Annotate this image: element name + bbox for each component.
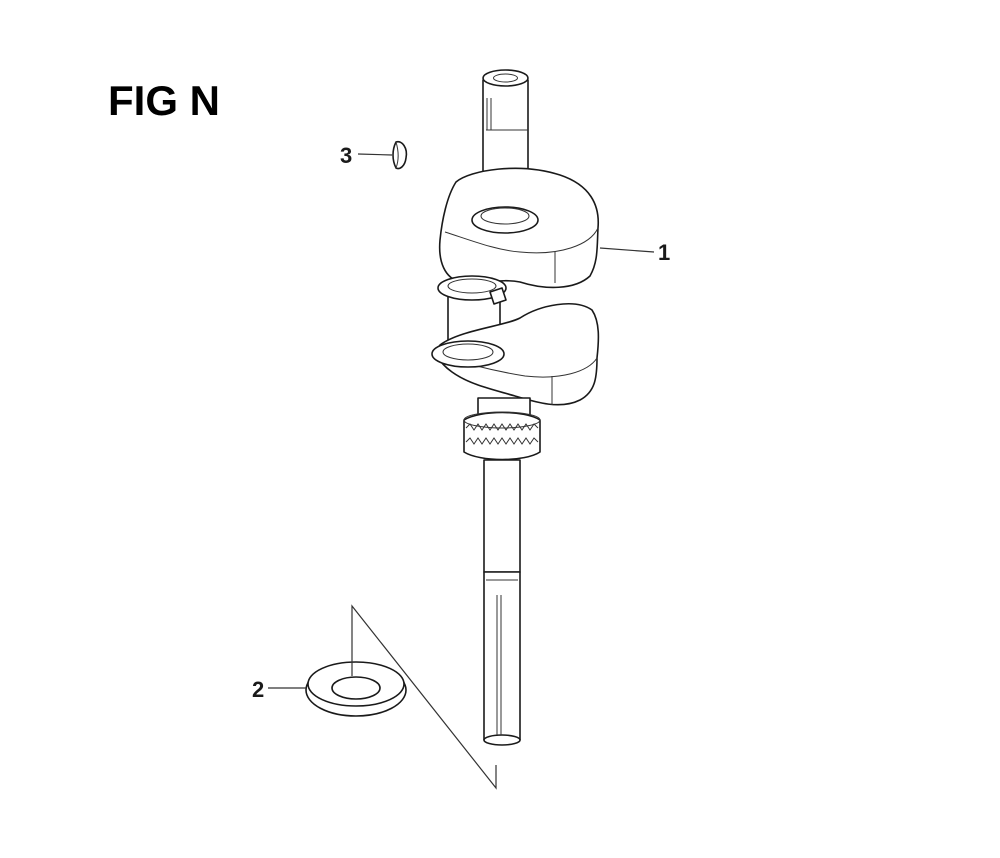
callout-leaders bbox=[268, 153, 655, 689]
callout-number-2[interactable]: 2 bbox=[252, 677, 264, 702]
leader-line-1 bbox=[599, 247, 655, 253]
upper-crank-web bbox=[438, 167, 600, 289]
woodruff-key-drawing[interactable] bbox=[392, 140, 408, 170]
assembly-guide-lines bbox=[351, 604, 497, 790]
callout-number-3[interactable]: 3 bbox=[340, 143, 352, 168]
lower-crank-web bbox=[431, 303, 600, 406]
lower-shaft bbox=[483, 459, 521, 746]
callout-number-1[interactable]: 1 bbox=[658, 240, 670, 265]
washer-drawing[interactable] bbox=[305, 661, 407, 717]
figure-title: FIG N bbox=[108, 77, 220, 124]
leader-line-3 bbox=[357, 153, 393, 156]
timing-gear bbox=[463, 411, 541, 461]
crankshaft-drawing[interactable] bbox=[431, 69, 600, 746]
